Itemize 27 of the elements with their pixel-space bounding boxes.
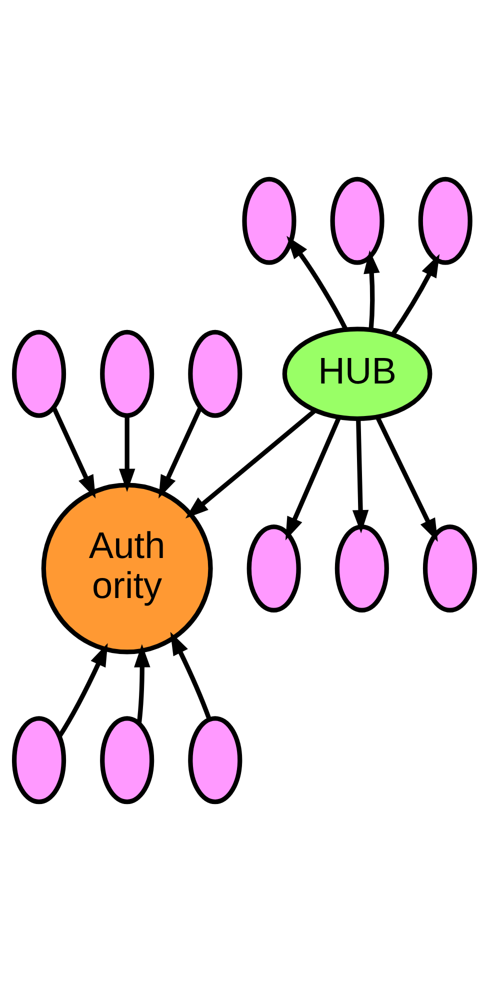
arrow xyxy=(390,254,440,336)
node-ellipse xyxy=(246,524,301,613)
node-ellipse xyxy=(188,716,242,804)
arrow xyxy=(352,418,369,534)
node-ellipse xyxy=(100,330,154,418)
node-ellipse xyxy=(422,524,478,613)
node-ellipse xyxy=(330,176,384,265)
arrow xyxy=(375,416,438,542)
arrow xyxy=(285,416,342,540)
node-ellipse xyxy=(242,176,296,265)
arrow xyxy=(364,250,380,330)
arrow xyxy=(118,416,136,492)
arrow xyxy=(52,406,96,499)
node-ellipse xyxy=(418,176,472,265)
node-ellipse xyxy=(12,716,66,804)
arrow xyxy=(158,406,203,499)
arrow xyxy=(170,632,212,720)
arrow xyxy=(58,643,108,738)
arrow xyxy=(134,644,150,724)
arrow xyxy=(286,236,348,330)
node-ellipse xyxy=(100,716,154,804)
arrow xyxy=(185,408,317,518)
node-ellipse xyxy=(334,524,389,613)
node-ellipse xyxy=(12,330,66,418)
node-ellipse: HUB xyxy=(282,326,432,421)
node-ellipse xyxy=(188,330,242,418)
node-circle: Auth ority xyxy=(41,482,213,654)
